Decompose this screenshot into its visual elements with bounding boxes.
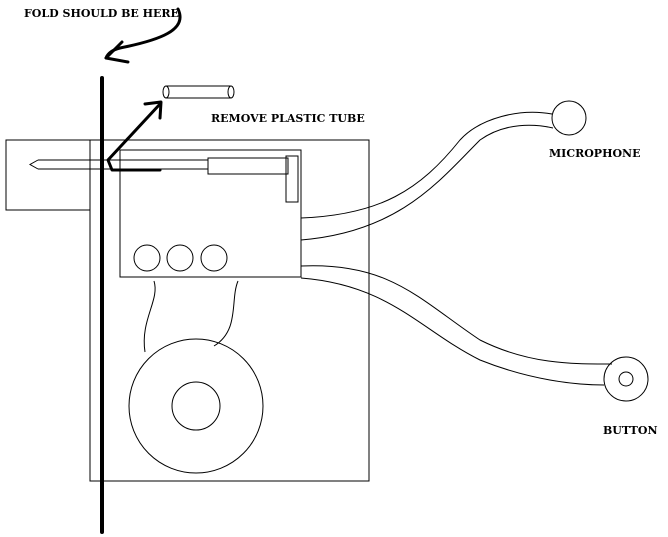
microphone — [551, 100, 587, 136]
button-wire-top — [300, 265, 613, 365]
main-housing — [89, 139, 370, 482]
pin — [28, 159, 208, 170]
button-wire-bottom — [300, 277, 605, 386]
board-circle-1 — [133, 244, 161, 272]
board-circle-2 — [166, 244, 194, 272]
plastic-tube — [162, 85, 235, 99]
side-tab — [5, 139, 91, 211]
speaker-wire-right — [213, 280, 239, 347]
mic-wire-top — [300, 111, 553, 219]
fold-arrow — [104, 7, 182, 64]
board-circle-3 — [200, 244, 228, 272]
remove-tube-label: REMOVE PLASTIC TUBE — [211, 112, 365, 125]
speaker-wire-left — [143, 280, 156, 353]
removal-arrow — [106, 100, 163, 172]
fold-label: FOLD SHOULD BE HERE — [24, 7, 179, 20]
tube-holder — [207, 157, 289, 175]
button-inner — [618, 371, 634, 387]
holder-clip — [285, 155, 299, 203]
microphone-label: MICROPHONE — [549, 147, 641, 160]
button-label: BUTTON — [603, 424, 658, 437]
speaker-outer — [128, 338, 264, 474]
button-outer — [603, 356, 649, 402]
circuit-board — [119, 149, 302, 278]
speaker-inner — [171, 381, 221, 431]
mic-wire-bottom — [300, 124, 554, 241]
